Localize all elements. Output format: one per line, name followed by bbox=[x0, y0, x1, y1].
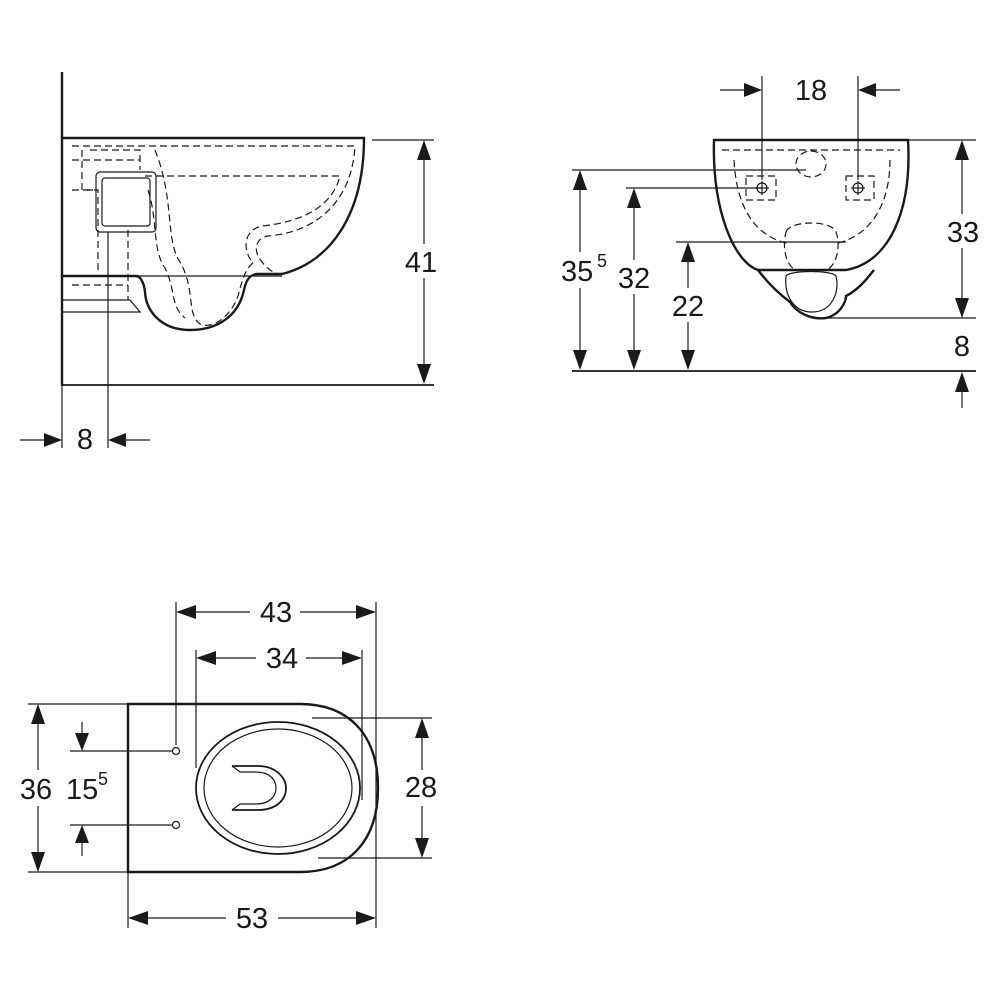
front-height-arrow-top bbox=[955, 140, 969, 160]
top-bolt-hole-lower bbox=[171, 820, 181, 830]
top-seat-inner bbox=[203, 728, 353, 848]
front-height-label: 33 bbox=[947, 217, 979, 249]
top-seat-outer bbox=[195, 721, 361, 855]
side-bracket-dashed bbox=[81, 149, 141, 191]
top-length-arrow-right bbox=[356, 911, 376, 925]
side-trap-dashed-inner bbox=[145, 175, 341, 263]
front-gap-arrow bbox=[955, 372, 969, 392]
top-outlet-inner bbox=[240, 771, 277, 805]
side-height-label: 41 bbox=[405, 247, 437, 279]
front-pipe-label-sup: 5 bbox=[597, 251, 607, 271]
side-trap-dashed-outer bbox=[72, 145, 356, 275]
side-bracket-outer bbox=[95, 171, 157, 233]
front-bolt-left-dashed bbox=[745, 175, 777, 201]
side-toilet-base bbox=[62, 299, 142, 313]
front-bowl-dashed bbox=[733, 159, 891, 245]
side-height-label-bg bbox=[400, 244, 446, 278]
front-outlet-label-bg bbox=[666, 288, 712, 322]
front-bolt-spacing-label: 18 bbox=[795, 75, 827, 107]
side-bracket-inner bbox=[101, 177, 151, 227]
top-bowldepth-arrow-top bbox=[415, 718, 429, 738]
top-bowldepth-label: 28 bbox=[405, 772, 437, 804]
top-boltdist-arrow-lower bbox=[75, 825, 89, 843]
front-boltheight-label: 32 bbox=[618, 263, 650, 295]
side-toilet-outline bbox=[62, 136, 366, 332]
top-length-label: 53 bbox=[236, 903, 268, 935]
side-view: 8 41 bbox=[20, 72, 446, 456]
front-outlet-arrow-top bbox=[681, 242, 695, 262]
top-width-arrow-left bbox=[176, 605, 196, 619]
top-length-arrow-left bbox=[128, 911, 148, 925]
front-bowl-outline bbox=[712, 138, 910, 272]
top-depth-arrow-bottom bbox=[31, 852, 45, 872]
front-bowl-foot bbox=[757, 269, 875, 320]
top-boltdist-arrow-upper bbox=[75, 733, 89, 751]
front-height-label-bg bbox=[940, 214, 986, 248]
front-pipe-label-bg bbox=[558, 252, 614, 288]
side-height-arrow-bottom bbox=[417, 364, 431, 384]
side-offset-arrow-right bbox=[108, 433, 126, 447]
front-bolt-arrow-right bbox=[858, 83, 876, 97]
front-boltheight-label-bg bbox=[612, 260, 658, 294]
top-bowl-arrow-right bbox=[342, 651, 362, 665]
front-pipe-arrow-bottom bbox=[573, 350, 587, 370]
front-bolt-arrow-left bbox=[744, 83, 762, 97]
side-offset-arrow-left bbox=[44, 433, 62, 447]
side-pipe-dashed bbox=[72, 159, 140, 300]
top-boltdist-label-sup: 5 bbox=[98, 769, 108, 789]
top-bowl-arrow-left bbox=[196, 651, 216, 665]
front-gap-label: 8 bbox=[954, 331, 970, 363]
side-siphon-dashed bbox=[154, 149, 255, 326]
front-bolt-right-dashed bbox=[845, 175, 875, 201]
top-outlet-outer bbox=[232, 765, 287, 811]
top-depth-arrow-top bbox=[31, 704, 45, 724]
front-pipe-arrow-top bbox=[573, 170, 587, 190]
front-outlet-dashed bbox=[783, 222, 839, 271]
front-outlet-label: 22 bbox=[672, 291, 704, 323]
top-depth-label: 36 bbox=[20, 774, 52, 806]
top-outlet-notch bbox=[231, 765, 241, 811]
side-height-arrow-top bbox=[417, 140, 431, 160]
front-inlet-dashed bbox=[795, 150, 827, 178]
front-boltheight-arrow-top bbox=[627, 188, 641, 208]
front-boltheight-arrow-bottom bbox=[627, 350, 641, 370]
top-view: 43 34 36 15 5 28 bbox=[20, 597, 437, 935]
top-bowldepth-arrow-bottom bbox=[415, 838, 429, 858]
front-pipe-label: 35 bbox=[561, 256, 593, 288]
top-width-label: 43 bbox=[260, 597, 292, 629]
front-view: 18 33 8 35 5 32 22 bbox=[558, 75, 986, 408]
top-width-arrow-right bbox=[356, 605, 376, 619]
front-outlet-solid bbox=[785, 270, 838, 313]
top-bowl-width-label: 34 bbox=[266, 643, 298, 675]
top-body-outline bbox=[126, 702, 380, 874]
side-offset-label: 8 bbox=[77, 424, 93, 456]
front-height-arrow-bottom bbox=[955, 298, 969, 318]
top-boltdist-label: 15 bbox=[66, 774, 98, 806]
front-outlet-arrow-bottom bbox=[681, 350, 695, 370]
top-bolt-hole-upper bbox=[171, 746, 181, 756]
side-siphon-dashed-2 bbox=[147, 189, 186, 319]
